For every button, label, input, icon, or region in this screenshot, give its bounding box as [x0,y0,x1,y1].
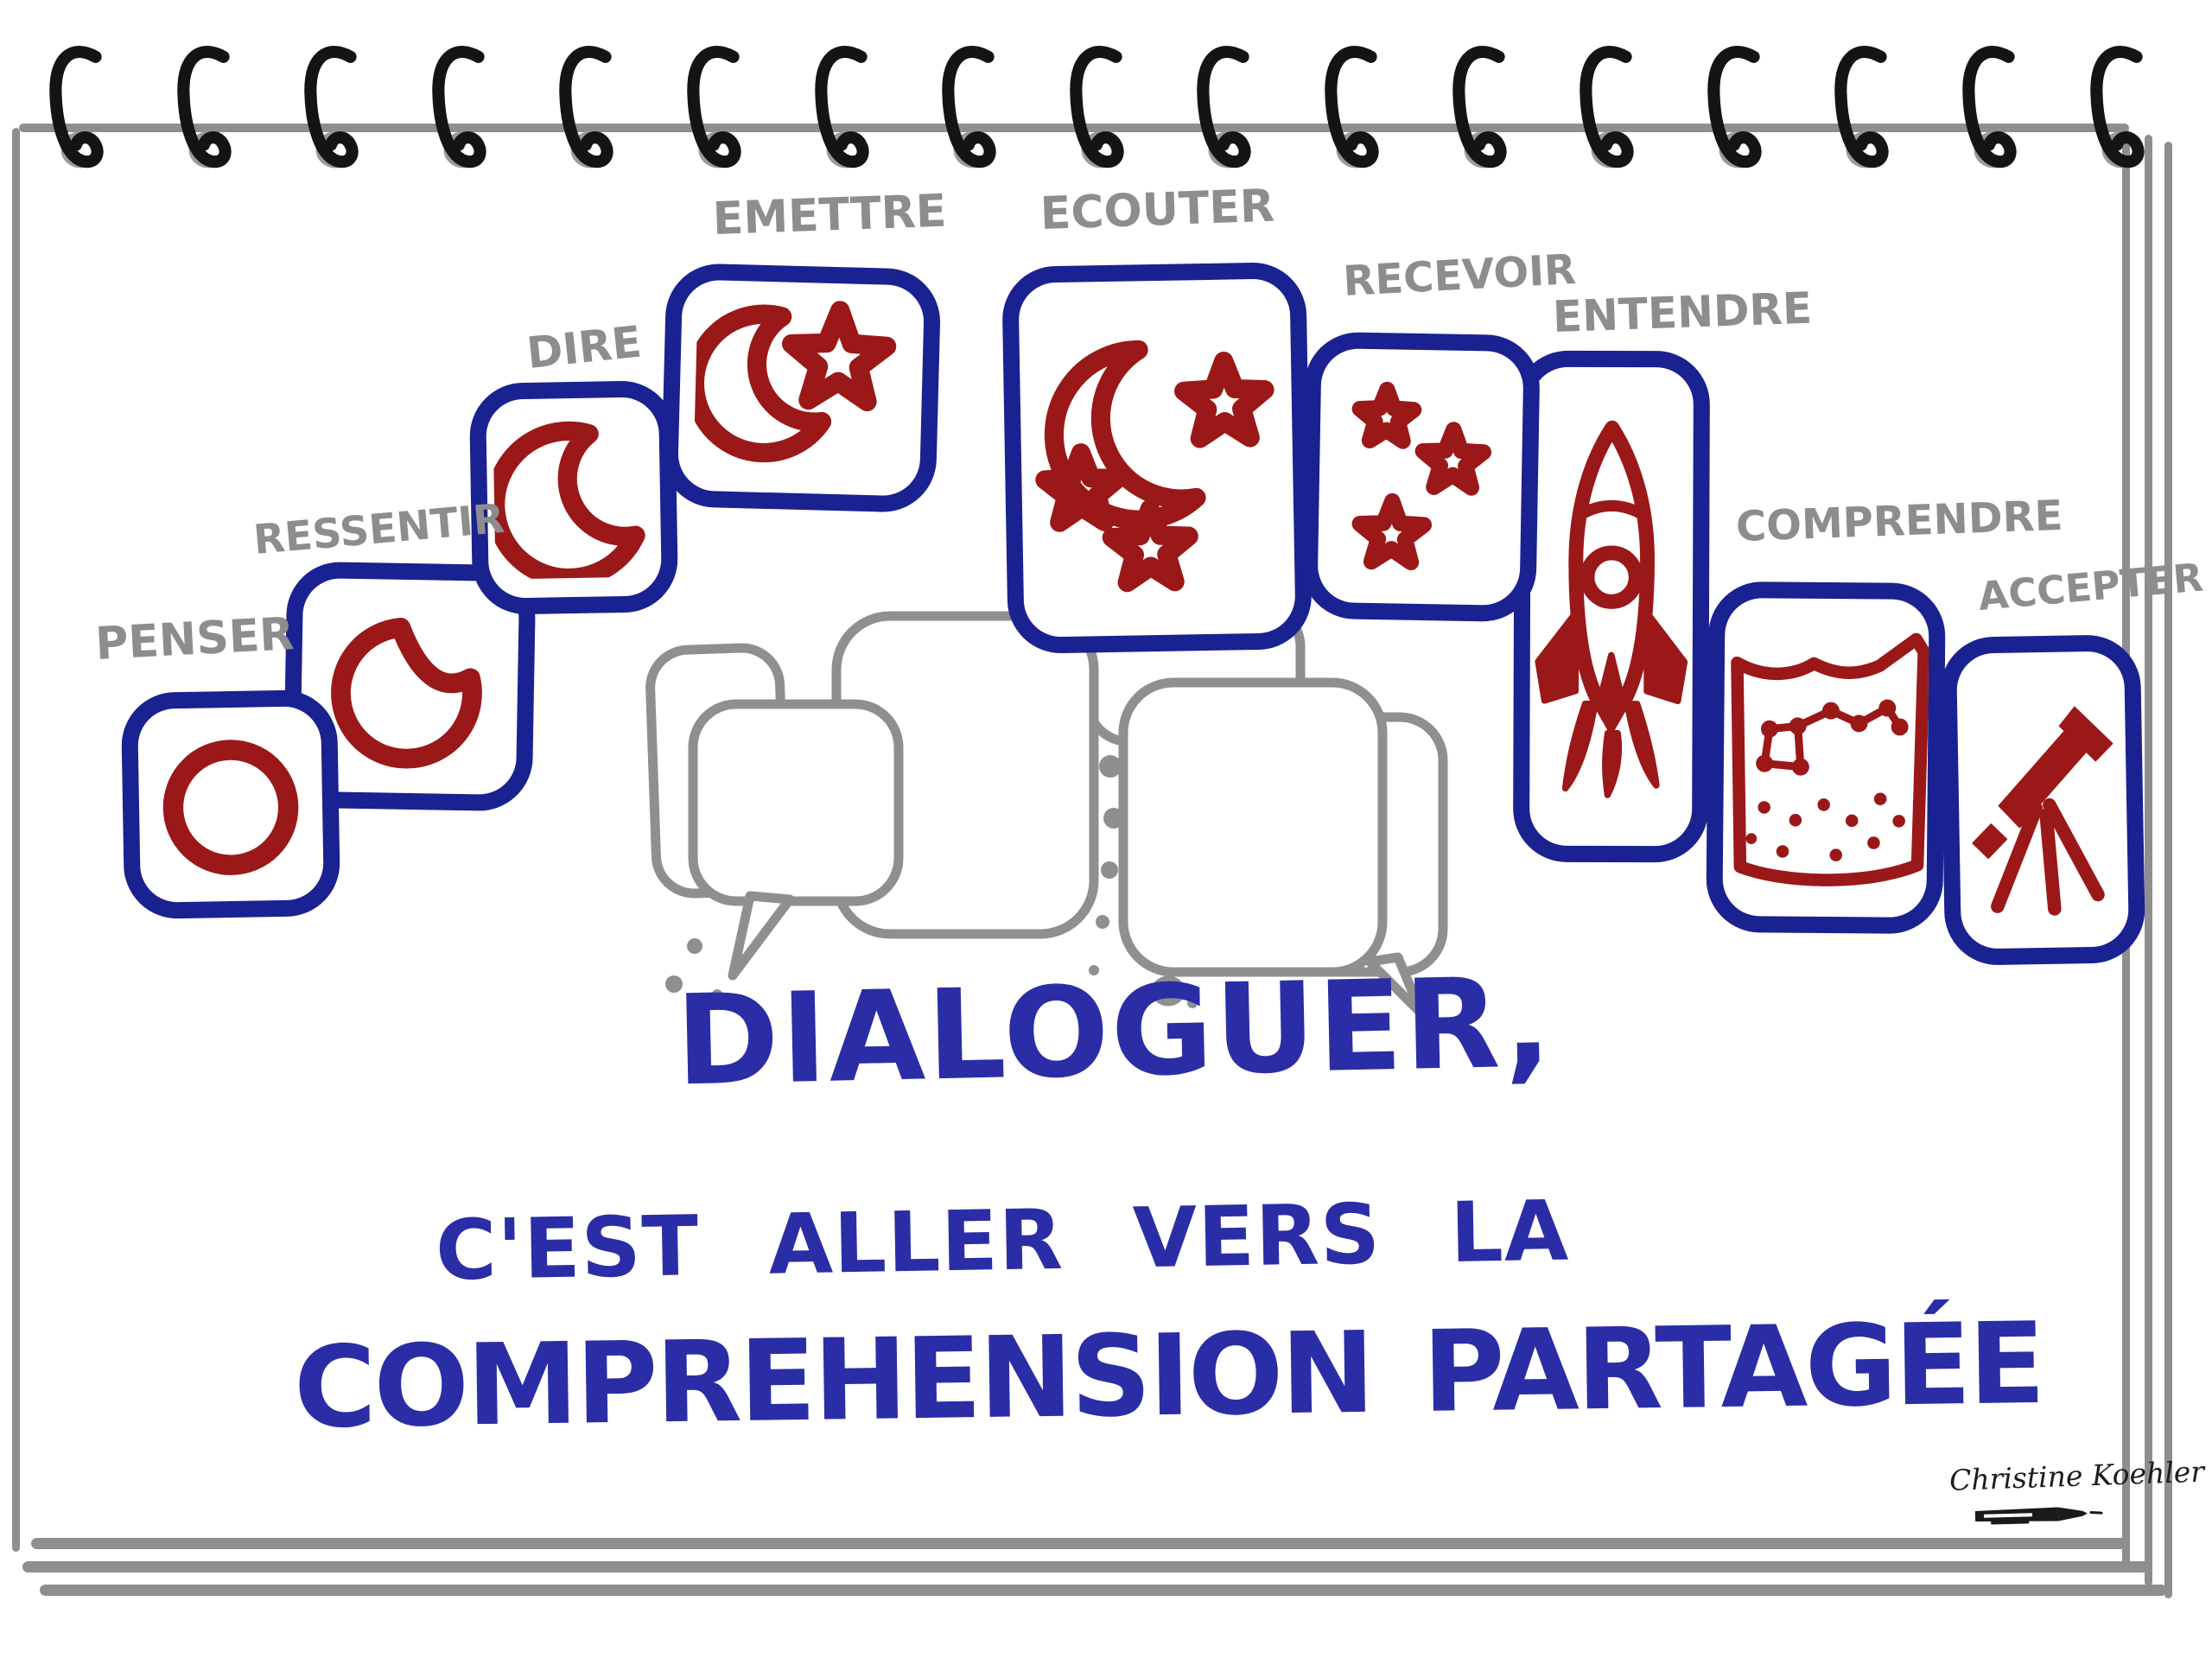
spiral-ring-icon [1194,45,1251,176]
spiral-ring-icon [1705,45,1762,176]
spiral-ring-icon [1832,45,1889,176]
headline-line3: COMPREHENSION PARTAGÉE [293,1297,2044,1454]
step-label-dire: DIRE [524,316,645,378]
spiral-ring-icon [939,45,996,176]
step-label-entendre: ENTENDRE [1551,283,1814,342]
step-box-entendre [1512,350,1711,863]
speech-bubble-tail [728,891,795,981]
step-label-ressentir: RESSENTIR [251,494,506,564]
spiral-ring-icon [1067,45,1124,176]
step-label-penser: PENSER [93,608,296,670]
thought-dot [1096,915,1109,929]
spiral-ring-icon [812,45,869,176]
speech-bubble-tail [1364,952,1427,1015]
spiral-ring-icon [429,45,486,176]
spiral-ring-icon [1322,45,1379,176]
step-box-ecouter [1001,261,1313,655]
headline-line1: DIALOGUER, [674,950,1554,1114]
spiral-ring-icon [175,45,232,176]
step-label-emettre: EMETTRE [711,185,948,245]
telescope-icon [1972,706,2113,916]
page-right-edge-3 [2164,142,2172,1598]
spiral-ring-icon [1577,45,1634,176]
spiral-ring-icon [47,45,104,176]
speech-bubble [1118,677,1388,977]
circle-icon [162,740,299,875]
step-label-recevoir: RECEVOIR [1342,245,1578,306]
headline-line2: C'EST ALLER VERS LA [435,1182,1570,1299]
thought-dot [687,938,702,954]
thought-dot [1099,755,1122,778]
step-box-comprendre [1706,581,1946,935]
step-label-ecouter: ECOUTER [1039,180,1275,240]
page-bottom-edge-2 [22,1561,2152,1572]
thought-dot [712,989,722,1000]
thought-dot [1187,998,1198,1008]
page-bottom-edge-3 [40,1585,2167,1596]
three-stars-icon [1351,381,1491,571]
step-box-accepter [1939,634,2146,966]
spiral-ring-icon [1960,45,2017,176]
crescent-moon-icon [492,421,645,580]
thought-dot [665,975,683,993]
rocket-icon [1535,420,1688,798]
page-left-edge [12,128,20,1552]
speech-bubbles-cluster [645,602,1448,1015]
moon-stars-icon [1034,340,1274,593]
moon-star-icon [692,300,896,462]
spiral-ring-icon [302,45,359,176]
page-bottom-edge-1 [31,1538,2129,1549]
spiral-ring-icon [684,45,741,176]
step-box-emettre [660,262,942,514]
constellation-map-icon [1731,632,1929,886]
thought-dot [1101,861,1118,879]
spiral-ring-icon [556,45,613,176]
thought-dot [1151,975,1185,1007]
pen-icon [1974,1507,2103,1525]
spiral-ring-icon [1450,45,1507,176]
step-box-recevoir [1300,331,1541,623]
thought-dot [1103,808,1124,829]
signature-text: Christine Koehler [1948,1454,2205,1497]
gibbous-moon-icon [331,617,482,769]
step-box-penser [120,689,341,920]
step-label-comprendre: COMPRENDRE [1735,491,2064,551]
page-top-edge [19,124,2129,132]
speech-bubble [688,699,904,906]
spiral-ring-icon [2088,45,2145,176]
step-box-dire [468,379,679,616]
page-right-edge-2 [2145,135,2152,1586]
step-box-ressentir [283,561,537,812]
thought-dot [1089,965,1099,975]
